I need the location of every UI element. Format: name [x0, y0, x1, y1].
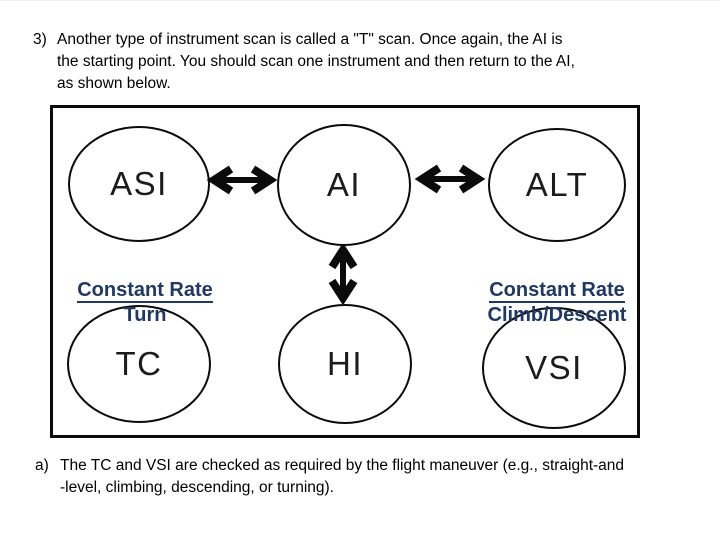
- node-asi-label: ASI: [110, 165, 168, 202]
- node-tc-label: TC: [115, 345, 163, 382]
- intro-line-2: the starting point. You should scan one …: [57, 53, 575, 70]
- footnote-line-1: The TC and VSI are checked as required b…: [60, 457, 625, 474]
- footnote-list-number: a): [35, 457, 49, 474]
- node-alt: ALT: [488, 128, 626, 242]
- intro-line-1: Another type of instrument scan is calle…: [57, 31, 563, 48]
- double-arrow-ai-hi-icon: [328, 244, 358, 304]
- constant-rate-climb-descent-title-text: Constant Rate: [489, 279, 625, 303]
- node-alt-label: ALT: [525, 166, 589, 203]
- constant-rate-turn-title-text: Constant Rate: [77, 279, 213, 303]
- node-vsi: VSI: [482, 307, 626, 429]
- intro-paragraph: Another type of instrument scan is calle…: [57, 29, 575, 95]
- footnote-line-2: -level, climbing, descending, or turning…: [60, 479, 334, 496]
- node-ai-label: AI: [326, 166, 362, 203]
- footnote-paragraph: The TC and VSI are checked as required b…: [60, 455, 624, 499]
- double-arrow-asi-ai-icon: [206, 165, 278, 195]
- constant-rate-turn-title: Constant Rate: [55, 278, 235, 303]
- node-ai: AI: [277, 124, 411, 246]
- constant-rate-climb-descent-title: Constant Rate: [467, 278, 647, 303]
- constant-rate-turn-sub: Turn: [123, 304, 167, 326]
- constant-rate-turn-label: Constant Rate Turn: [55, 278, 235, 328]
- node-vsi-label: VSI: [525, 349, 583, 386]
- node-tc: TC: [67, 305, 211, 423]
- node-hi-label: HI: [327, 345, 363, 382]
- constant-rate-climb-descent-sub: Climb/Descent: [487, 304, 627, 326]
- node-asi: ASI: [68, 126, 210, 242]
- constant-rate-climb-descent-label: Constant Rate Climb/Descent: [467, 278, 647, 328]
- intro-line-3: as shown below.: [57, 75, 171, 92]
- intro-list-number: 3): [33, 31, 47, 48]
- double-arrow-ai-alt-icon: [414, 164, 486, 194]
- node-hi: HI: [278, 304, 412, 424]
